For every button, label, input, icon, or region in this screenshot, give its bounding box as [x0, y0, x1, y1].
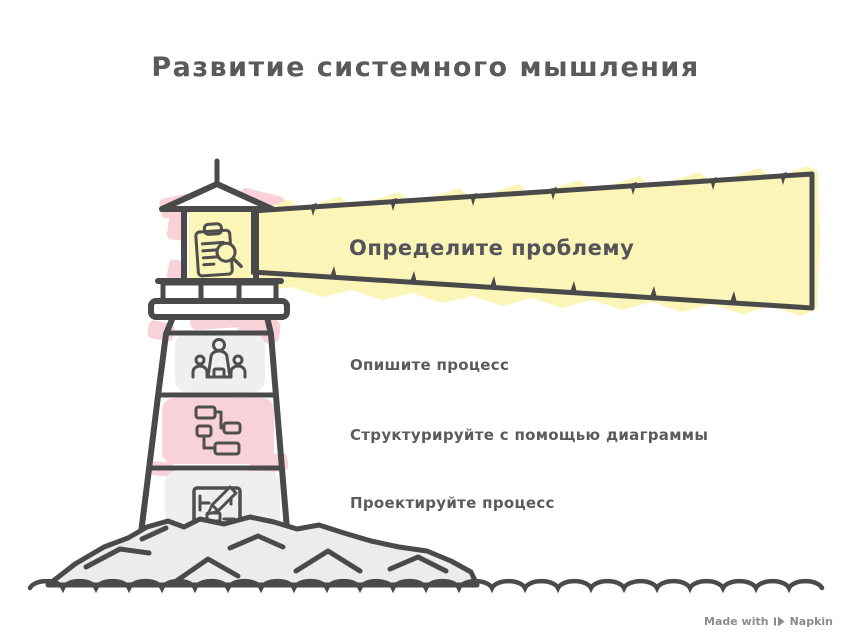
step-label-structure-diagram: Структурируйте с помощью диаграммы	[350, 426, 709, 444]
water-wave-line	[27, 578, 825, 594]
beam-body	[249, 171, 815, 311]
beam-step-label: Определите проблему	[349, 236, 635, 260]
gallery-railing	[148, 278, 290, 320]
beam-sketch-notches	[310, 172, 787, 303]
presentation-people-icon	[191, 338, 247, 379]
brand-text: Napkin	[789, 615, 833, 628]
napkin-watermark[interactable]: Made with Napkin	[704, 615, 833, 628]
rocks	[45, 514, 480, 588]
light-beam	[249, 166, 820, 316]
step-label-design-process: Проектируйте процесс	[350, 494, 555, 512]
napkin-logo-icon	[773, 616, 785, 627]
blueprint-pencil-icon	[192, 485, 242, 528]
lighthouse-roof	[159, 181, 275, 212]
clipboard-search-icon	[194, 222, 243, 278]
step-label-describe-process: Опишите процесс	[350, 356, 510, 374]
made-with-text: Made with	[704, 615, 769, 628]
page-title: Развитие системного мышления	[151, 52, 700, 83]
flowchart-icon	[194, 405, 242, 456]
rock-facet-lines	[83, 525, 449, 587]
